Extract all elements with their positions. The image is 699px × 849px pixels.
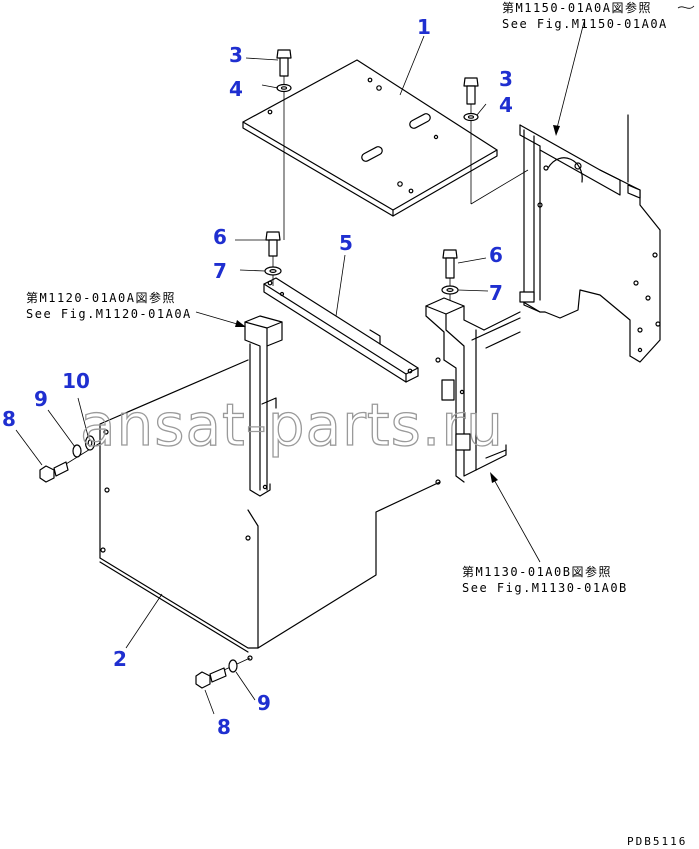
callout-7-right: 7 bbox=[489, 281, 503, 305]
callout-4-left: 4 bbox=[229, 77, 243, 101]
washer-7-left bbox=[264, 266, 282, 276]
callout-3-left: 3 bbox=[229, 43, 243, 67]
callout-3-right: 3 bbox=[499, 67, 513, 91]
callout-1: 1 bbox=[417, 15, 431, 39]
callout-7-left: 7 bbox=[213, 259, 227, 283]
callout-6-left: 6 bbox=[213, 225, 227, 249]
nut-10 bbox=[84, 435, 96, 451]
leader-lines bbox=[15, 5, 695, 715]
washer-4-right bbox=[463, 112, 479, 122]
right-frame-bracket bbox=[519, 114, 661, 363]
callout-9-upper: 9 bbox=[34, 387, 48, 411]
bolt-3-left bbox=[276, 49, 292, 240]
bolt-8-lower bbox=[195, 657, 251, 689]
callout-8-upper: 8 bbox=[2, 407, 16, 431]
ref-m1150-jp: 第M1150-01A0A図参照 bbox=[502, 0, 652, 15]
cross-bar bbox=[263, 277, 419, 383]
callout-9-lower: 9 bbox=[257, 691, 271, 715]
callout-2: 2 bbox=[113, 647, 127, 671]
callout-6-right: 6 bbox=[489, 243, 503, 267]
left-vertical-bracket bbox=[244, 315, 283, 497]
bolt-6-right bbox=[442, 249, 458, 300]
watermark: ansat-parts.ru bbox=[80, 391, 504, 459]
reference-notes: 第M1150-01A0A図参照 See Fig.M1150-01A0A 第M11… bbox=[26, 0, 668, 595]
bolt-6-left bbox=[265, 231, 281, 286]
washer-9-upper bbox=[72, 444, 82, 458]
ref-m1130-jp: 第M1130-01A0B図参照 bbox=[462, 564, 612, 579]
callout-5: 5 bbox=[339, 231, 353, 255]
ref-m1120-jp: 第M1120-01A0A図参照 bbox=[26, 290, 176, 305]
right-vertical-bracket bbox=[425, 297, 521, 485]
ref-m1120-en: See Fig.M1120-01A0A bbox=[26, 307, 192, 321]
callout-8-lower: 8 bbox=[217, 715, 231, 739]
callouts: 1 2 3 3 4 4 5 6 6 7 7 8 8 9 9 10 bbox=[2, 15, 513, 739]
leader-bolt3-right bbox=[470, 169, 529, 205]
washer-7-right bbox=[441, 285, 459, 295]
page-code: PDB5116 bbox=[627, 835, 687, 848]
top-cover-plate bbox=[242, 59, 498, 217]
side-panel bbox=[99, 359, 441, 661]
washer-9-lower bbox=[228, 659, 238, 673]
callout-10: 10 bbox=[62, 369, 90, 393]
callout-4-right: 4 bbox=[499, 93, 513, 117]
washer-4-left bbox=[276, 83, 292, 93]
ref-m1150-en: See Fig.M1150-01A0A bbox=[502, 17, 668, 31]
ref-m1130-en: See Fig.M1130-01A0B bbox=[462, 581, 628, 595]
